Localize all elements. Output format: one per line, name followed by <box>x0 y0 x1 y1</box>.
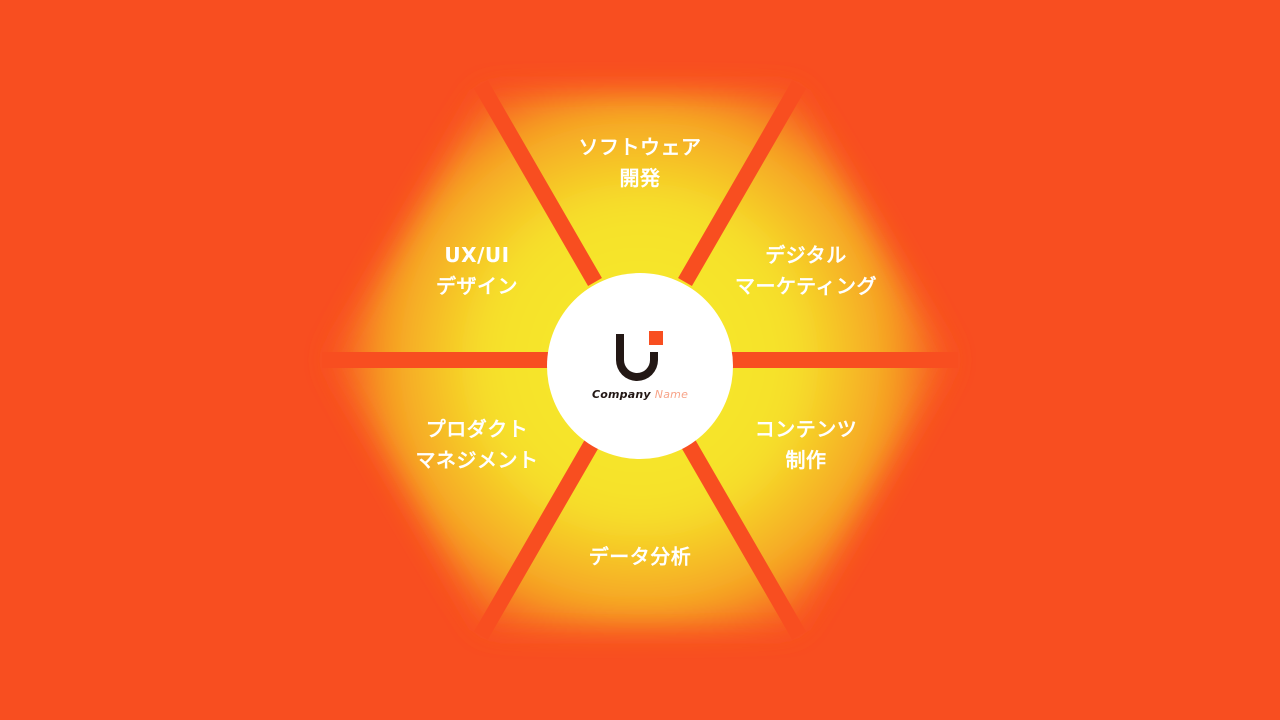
wordmark-name: Name <box>654 388 689 401</box>
center-logo-badge: Company Name <box>547 273 733 459</box>
segment-label-line1: デジタル <box>765 243 847 267</box>
segment-label-line1: データ分析 <box>588 544 692 569</box>
segment-ux-ui-design: UX/UI デザイン <box>436 240 518 302</box>
segment-label-line1: プロダクト <box>425 417 529 441</box>
segment-label-line1: ソフトウェア <box>578 135 702 159</box>
u-letter-mark-icon <box>616 331 663 381</box>
segment-digital-marketing: デジタル マーケティング <box>735 240 877 302</box>
divider-spoke-2 <box>678 433 806 640</box>
segment-label-line2: デザイン <box>436 274 518 298</box>
segment-label-line1: コンテンツ <box>754 417 858 441</box>
divider-spoke-5 <box>474 80 602 287</box>
company-name-wordmark: Company Name <box>547 388 733 401</box>
segment-label-line2: 制作 <box>785 448 827 472</box>
segment-label-line2: マネジメント <box>415 448 539 472</box>
segment-software-development: ソフトウェア 開発 <box>579 132 702 194</box>
wordmark-company: Company <box>591 388 651 401</box>
segment-label-line2: マーケティング <box>735 274 877 298</box>
segment-content-production: コンテンツ 制作 <box>755 414 858 476</box>
segment-label-line1: UX/UI <box>444 243 510 267</box>
segment-data-analysis: データ分析 <box>589 542 692 573</box>
divider-spoke-6 <box>678 80 806 287</box>
segment-product-management: プロダクト マネジメント <box>416 414 539 476</box>
divider-spoke-3 <box>474 433 602 640</box>
segment-label-line2: 開発 <box>619 166 661 190</box>
